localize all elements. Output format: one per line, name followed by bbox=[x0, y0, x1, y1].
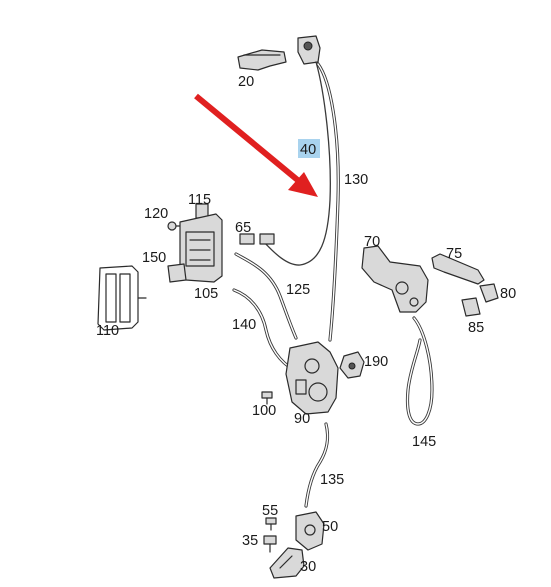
label-110: 110 bbox=[96, 323, 119, 339]
label-115: 115 bbox=[188, 192, 211, 208]
label-190: 190 bbox=[364, 354, 388, 370]
part-65-connector bbox=[239, 233, 275, 245]
part-100-bolt bbox=[261, 391, 273, 405]
label-90: 90 bbox=[294, 411, 310, 427]
part-190-part bbox=[339, 351, 365, 379]
part-90-lock bbox=[285, 341, 339, 415]
part-55-screw bbox=[265, 517, 277, 531]
label-50: 50 bbox=[322, 519, 338, 535]
part-150-bracket bbox=[167, 263, 187, 283]
part-110-frame bbox=[97, 265, 147, 331]
label-80: 80 bbox=[500, 286, 516, 302]
part-75-handle bbox=[431, 253, 485, 285]
part-30-plate bbox=[269, 547, 305, 579]
part-50-latch bbox=[295, 511, 325, 551]
highlight-40 bbox=[298, 139, 320, 158]
part-80-part bbox=[479, 283, 499, 303]
cable-40 bbox=[261, 61, 331, 266]
label-120: 120 bbox=[144, 206, 168, 222]
label-135: 135 bbox=[320, 472, 344, 488]
part-85-part bbox=[461, 297, 481, 317]
label-75: 75 bbox=[446, 246, 462, 262]
label-20: 20 bbox=[238, 74, 254, 90]
label-65: 65 bbox=[235, 220, 251, 236]
label-150: 150 bbox=[142, 250, 166, 266]
label-125: 125 bbox=[286, 282, 310, 298]
label-85: 85 bbox=[468, 320, 484, 336]
red-arrow bbox=[194, 93, 318, 197]
label-140: 140 bbox=[232, 317, 256, 333]
cable-135 bbox=[304, 422, 330, 508]
part-20-bracket bbox=[237, 49, 287, 71]
label-30: 30 bbox=[300, 559, 316, 575]
part-35-bolt bbox=[263, 535, 277, 553]
label-70: 70 bbox=[364, 234, 380, 250]
label-130: 130 bbox=[344, 172, 368, 188]
part-40-actuator bbox=[297, 35, 321, 65]
label-55: 55 bbox=[262, 503, 278, 519]
label-105: 105 bbox=[194, 286, 218, 302]
label-35: 35 bbox=[242, 533, 258, 549]
label-145: 145 bbox=[412, 434, 436, 450]
label-40: 40 bbox=[300, 142, 316, 158]
part-105-module bbox=[179, 213, 223, 283]
cable-130 bbox=[316, 62, 340, 342]
label-100: 100 bbox=[252, 403, 276, 419]
part-70-handle-carrier bbox=[361, 245, 429, 313]
